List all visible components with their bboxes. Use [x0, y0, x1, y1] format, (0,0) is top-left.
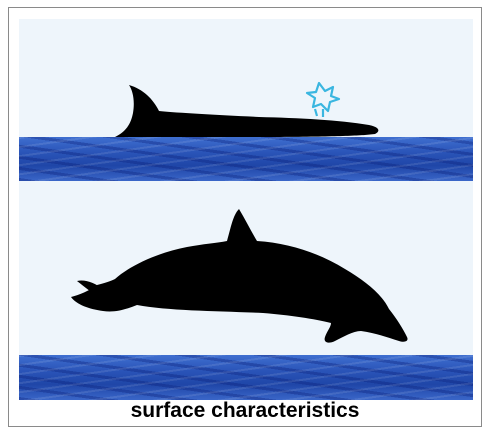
dolphin-scene: [19, 19, 473, 400]
leaping-dolphin-icon: [71, 209, 408, 343]
illustration-panel: [19, 19, 473, 400]
surfacing-dolphin-icon: [115, 85, 378, 137]
figure-caption: surface characteristics: [0, 398, 490, 424]
blow-splash-icon: [307, 83, 339, 117]
